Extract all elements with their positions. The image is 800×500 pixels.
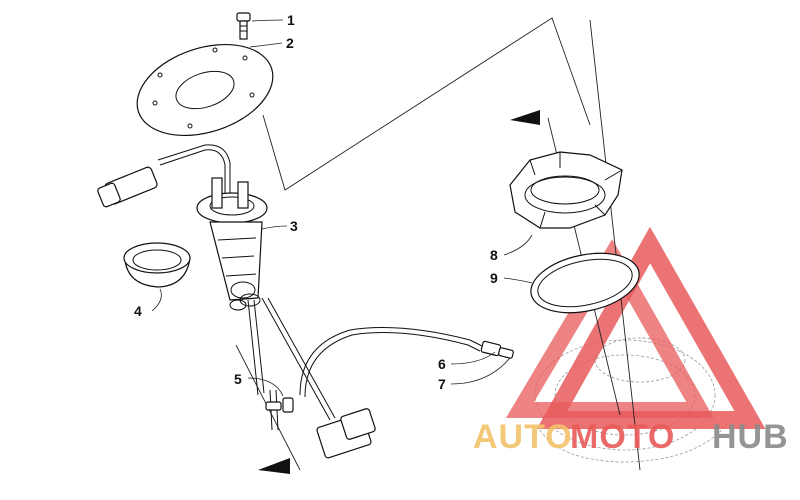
callout-labels: 1 2 3 4 5 6 7 8 9 bbox=[134, 12, 498, 392]
callout-6: 6 bbox=[438, 356, 446, 372]
callout-4: 4 bbox=[134, 303, 142, 319]
leader-lines bbox=[151, 19, 533, 397]
callout-3: 3 bbox=[290, 218, 298, 234]
direction-arrow-top bbox=[510, 110, 540, 125]
part-strainer bbox=[265, 389, 294, 431]
watermark-text-moto: MOTO bbox=[570, 418, 675, 456]
callout-5: 5 bbox=[234, 371, 242, 387]
callout-7: 7 bbox=[438, 376, 446, 392]
direction-arrow-bottom bbox=[258, 458, 290, 474]
watermark-text-hub: HUB bbox=[712, 418, 789, 456]
watermark-triangle-outer bbox=[536, 226, 766, 429]
watermark-triangle-inner bbox=[505, 239, 714, 418]
part-lock-ring bbox=[509, 151, 623, 229]
watermark-logo bbox=[505, 226, 766, 429]
part-o-ring bbox=[530, 252, 640, 314]
watermark-text-auto: AUTO bbox=[473, 418, 573, 456]
part-screw bbox=[236, 12, 251, 40]
callout-1: 1 bbox=[287, 12, 295, 28]
callout-8: 8 bbox=[490, 247, 498, 263]
part-gasket bbox=[136, 43, 274, 137]
part-fuel-line bbox=[299, 327, 514, 398]
callout-2: 2 bbox=[286, 35, 294, 51]
part-fuel-pump-assembly bbox=[97, 144, 376, 459]
callout-9: 9 bbox=[490, 270, 498, 286]
watermark-text: AUTO MOTO HUB bbox=[473, 418, 789, 456]
part-seal-ring bbox=[123, 242, 191, 288]
